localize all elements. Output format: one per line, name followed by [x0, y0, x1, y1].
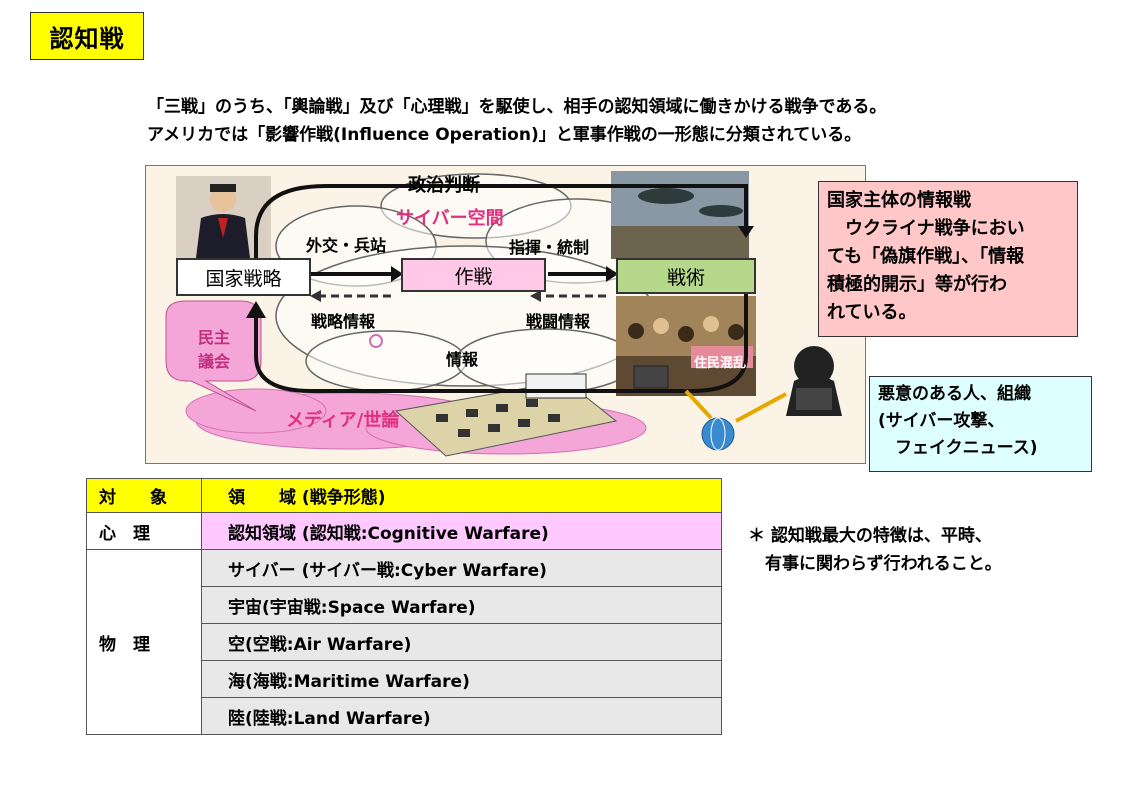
diagram-graphics	[165, 171, 842, 457]
footnote: ＊ 認知戦最大の特徴は、平時、 有事に関わらず行われること。	[748, 522, 1002, 578]
malicious-note-line-1: 悪意のある人、組織	[878, 384, 1031, 404]
label-diplomacy-logistics: 外交・兵站	[306, 236, 387, 255]
flow-arrows	[254, 184, 748, 393]
group-psychological: 心 理	[86, 512, 202, 550]
hacker-figure	[786, 346, 842, 416]
label-parliament-2: 議会	[198, 352, 231, 371]
page-title: 認知戦	[30, 12, 144, 60]
malicious-note-line-2: (サイバー攻撃、	[878, 411, 1005, 431]
label-command-control: 指揮・統制	[509, 238, 590, 257]
state-note-line-4: れている。	[827, 302, 917, 323]
state-note-line-1: ウクライナ戦争におい	[827, 218, 1025, 239]
laptop-image	[633, 365, 669, 389]
table-row: 心 理 認知領域 (認知戦:Cognitive Warfare)	[86, 512, 722, 550]
header-target: 対 象	[86, 478, 202, 513]
row-cyber: サイバー (サイバー戦:Cyber Warfare)	[201, 549, 722, 587]
table-header-row: 対 象 領 域 (戦争形態)	[86, 478, 722, 513]
row-air: 空(空戦:Air Warfare)	[201, 623, 722, 661]
label-political-judgment: 政治判断	[408, 175, 480, 196]
dashed-arrow-heads	[310, 290, 541, 302]
row-land: 陸(陸戦:Land Warfare)	[201, 697, 722, 735]
dot-marker	[369, 334, 383, 348]
state-note-line-2: ても「偽旗作戦」、「情報	[827, 246, 1025, 267]
warfare-domains-table: 対 象 領 域 (戦争形態) 心 理 認知領域 (認知戦:Cognitive W…	[86, 478, 722, 735]
table-row: 海(海戦:Maritime Warfare)	[87, 660, 722, 698]
box-national-strategy: 国家戦略	[176, 258, 311, 296]
label-strategic-info: 戦略情報	[311, 312, 376, 331]
link-arrows	[684, 389, 787, 423]
table-row: 空(空戦:Air Warfare)	[87, 623, 722, 661]
footnote-line-2: 有事に関わらず行われること。	[748, 554, 1002, 574]
intro-line-2: アメリカでは「影響作戦(Influence Operation)」と軍事作戦の一…	[147, 125, 862, 145]
label-parliament-1: 民主	[198, 328, 231, 347]
row-maritime: 海(海戦:Maritime Warfare)	[201, 660, 722, 698]
table-row: 物 理 サイバー (サイバー戦:Cyber Warfare)	[86, 549, 722, 735]
label-resident-confusion: 住民混乱	[694, 356, 747, 371]
state-info-warfare-note: 国家主体の情報戦 ウクライナ戦争におい ても「偽旗作戦」、「情報 積極的開示」等…	[818, 181, 1078, 337]
official-person-image	[176, 176, 271, 258]
parliament-bubble	[165, 300, 262, 412]
box-tactics: 戦術	[616, 258, 756, 294]
box-operation: 作戦	[401, 258, 546, 292]
label-cyber-space: サイバー空間	[396, 208, 504, 229]
label-media-public-opinion: メディア/世論	[286, 410, 400, 431]
group-physical: 物 理	[86, 549, 202, 735]
footnote-line-1: ＊ 認知戦最大の特徴は、平時、	[748, 526, 992, 546]
table-row: 宇宙(宇宙戦:Space Warfare)	[87, 586, 722, 624]
globe-icon	[701, 417, 735, 451]
header-domain: 領 域 (戦争形態)	[201, 478, 722, 513]
state-note-title: 国家主体の情報戦	[827, 190, 971, 211]
row-cognitive: 認知領域 (認知戦:Cognitive Warfare)	[201, 512, 722, 550]
malicious-note-line-3: フェイクニュース)	[878, 438, 1038, 458]
table-row: 陸(陸戦:Land Warfare)	[87, 697, 722, 735]
state-note-line-3: 積極的開示」等が行わ	[827, 274, 1007, 295]
label-battle-info: 戦闘情報	[526, 312, 591, 331]
cognitive-warfare-diagram: 政治判断 サイバー空間 外交・兵站 指揮・統制 国家戦略 作戦 戦術 戦略情報 …	[145, 165, 866, 464]
row-space: 宇宙(宇宙戦:Space Warfare)	[201, 586, 722, 624]
arrow-heads	[246, 226, 754, 318]
intro-text: 「三戦」のうち、「輿論戦」及び「心理戦」を駆使し、相手の認知領域に働きかける戦争…	[147, 93, 886, 149]
malicious-actors-note: 悪意のある人、組織 (サイバー攻撃、 フェイクニュース)	[869, 376, 1092, 472]
command-room-image	[394, 373, 618, 457]
label-info: 情報	[446, 350, 479, 369]
intro-line-1: 「三戦」のうち、「輿論戦」及び「心理戦」を駆使し、相手の認知領域に働きかける戦争…	[147, 97, 887, 117]
